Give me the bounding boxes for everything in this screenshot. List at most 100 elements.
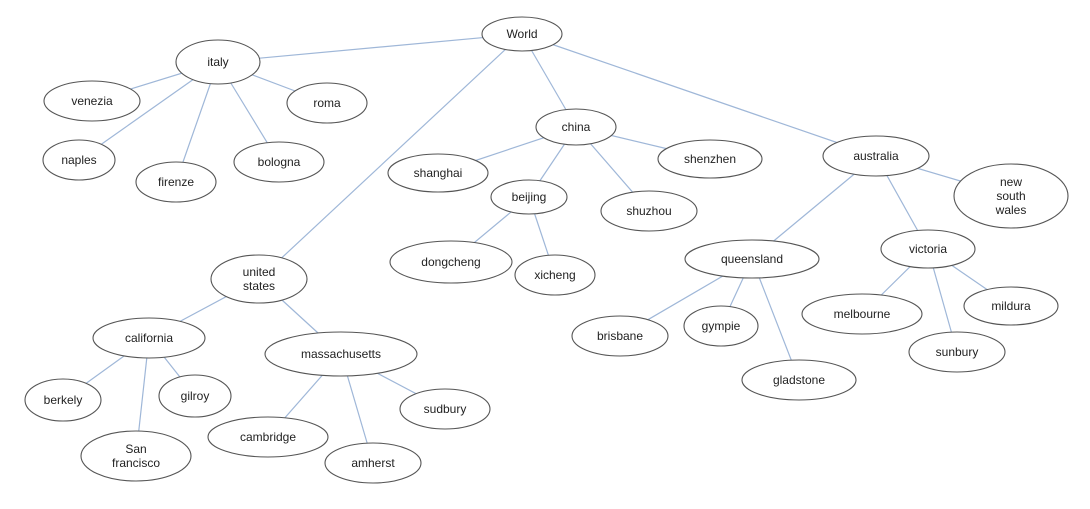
node-ellipse xyxy=(683,305,759,347)
node-melbourne: melbourne xyxy=(801,293,923,335)
node-ellipse xyxy=(741,359,857,401)
node-shenzhen: shenzhen xyxy=(657,139,763,179)
node-ellipse xyxy=(43,80,141,122)
node-ellipse xyxy=(908,331,1006,373)
node-label: california xyxy=(125,331,173,345)
node-bologna: bologna xyxy=(233,141,325,183)
node-label: brisbane xyxy=(597,329,643,343)
node-victoria: victoria xyxy=(880,229,976,269)
node-label: italy xyxy=(207,55,228,69)
node-gladstone: gladstone xyxy=(741,359,857,401)
node-label: amherst xyxy=(351,456,395,470)
node-ellipse xyxy=(880,229,976,269)
edge-world-australia xyxy=(521,33,877,157)
node-mildura: mildura xyxy=(963,286,1059,326)
node-label: melbourne xyxy=(834,307,891,321)
node-ellipse xyxy=(657,139,763,179)
node-italy: italy xyxy=(175,39,261,85)
node-china: china xyxy=(535,108,617,146)
node-ellipse xyxy=(514,254,596,296)
node-label: gympie xyxy=(702,319,741,333)
node-label: shuzhou xyxy=(626,204,671,218)
node-sudbury: sudbury xyxy=(399,388,491,430)
node-label: states xyxy=(243,279,275,293)
node-ellipse xyxy=(490,179,568,215)
node-label: berkely xyxy=(44,393,83,407)
node-label: gladstone xyxy=(773,373,825,387)
node-venezia: venezia xyxy=(43,80,141,122)
node-ellipse xyxy=(684,239,820,279)
edge-world-italy xyxy=(217,33,523,63)
node-roma: roma xyxy=(286,82,368,124)
node-label: roma xyxy=(313,96,341,110)
node-label: mildura xyxy=(991,299,1031,313)
node-ellipse xyxy=(233,141,325,183)
node-label: bologna xyxy=(258,155,301,169)
node-ellipse xyxy=(963,286,1059,326)
node-label: queensland xyxy=(721,252,783,266)
node-label: australia xyxy=(853,149,899,163)
node-ellipse xyxy=(571,315,669,357)
node-berkely: berkely xyxy=(24,378,102,422)
node-ellipse xyxy=(158,374,232,418)
node-label: San xyxy=(125,442,146,456)
node-label: World xyxy=(506,27,537,41)
node-label: francisco xyxy=(112,456,160,470)
node-label: shenzhen xyxy=(684,152,736,166)
node-ellipse xyxy=(24,378,102,422)
node-sunbury: sunbury xyxy=(908,331,1006,373)
node-ellipse xyxy=(286,82,368,124)
node-ellipse xyxy=(92,317,206,359)
node-ellipse xyxy=(535,108,617,146)
node-label: dongcheng xyxy=(421,255,480,269)
node-xicheng: xicheng xyxy=(514,254,596,296)
node-gympie: gympie xyxy=(683,305,759,347)
node-ellipse xyxy=(207,416,329,458)
node-ellipse xyxy=(822,135,930,177)
node-amherst: amherst xyxy=(324,442,422,484)
node-ellipse xyxy=(399,388,491,430)
node-ellipse xyxy=(264,331,418,377)
node-label: beijing xyxy=(512,190,547,204)
node-label: gilroy xyxy=(181,389,210,403)
node-label: xicheng xyxy=(534,268,575,282)
node-shuzhou: shuzhou xyxy=(600,190,698,232)
node-world: World xyxy=(481,16,563,52)
node-ellipse xyxy=(175,39,261,85)
node-firenze: firenze xyxy=(135,161,217,203)
node-label: sunbury xyxy=(936,345,979,359)
node-beijing: beijing xyxy=(490,179,568,215)
node-label: naples xyxy=(61,153,96,167)
node-ellipse xyxy=(42,139,116,181)
node-label: massachusetts xyxy=(301,347,381,361)
node-label: new xyxy=(1000,175,1022,189)
edge-world-united-states xyxy=(258,33,523,280)
node-australia: australia xyxy=(822,135,930,177)
node-cambridge: cambridge xyxy=(207,416,329,458)
node-ellipse xyxy=(324,442,422,484)
node-ellipse xyxy=(600,190,698,232)
node-brisbane: brisbane xyxy=(571,315,669,357)
node-label: china xyxy=(562,120,591,134)
node-ellipse xyxy=(210,254,308,304)
node-naples: naples xyxy=(42,139,116,181)
node-dongcheng: dongcheng xyxy=(389,240,513,284)
node-massachusetts: massachusetts xyxy=(264,331,418,377)
node-label: wales xyxy=(995,203,1027,217)
node-label: shanghai xyxy=(414,166,463,180)
node-queensland: queensland xyxy=(684,239,820,279)
node-ellipse xyxy=(481,16,563,52)
node-shanghai: shanghai xyxy=(387,153,489,193)
node-ellipse xyxy=(387,153,489,193)
node-ellipse xyxy=(135,161,217,203)
node-ellipse xyxy=(801,293,923,335)
node-label: south xyxy=(996,189,1025,203)
node-label: venezia xyxy=(71,94,113,108)
node-gilroy: gilroy xyxy=(158,374,232,418)
node-ellipse xyxy=(953,163,1069,229)
nodes-layer: World italy venezia roma naples firenze bologn… xyxy=(24,16,1069,484)
